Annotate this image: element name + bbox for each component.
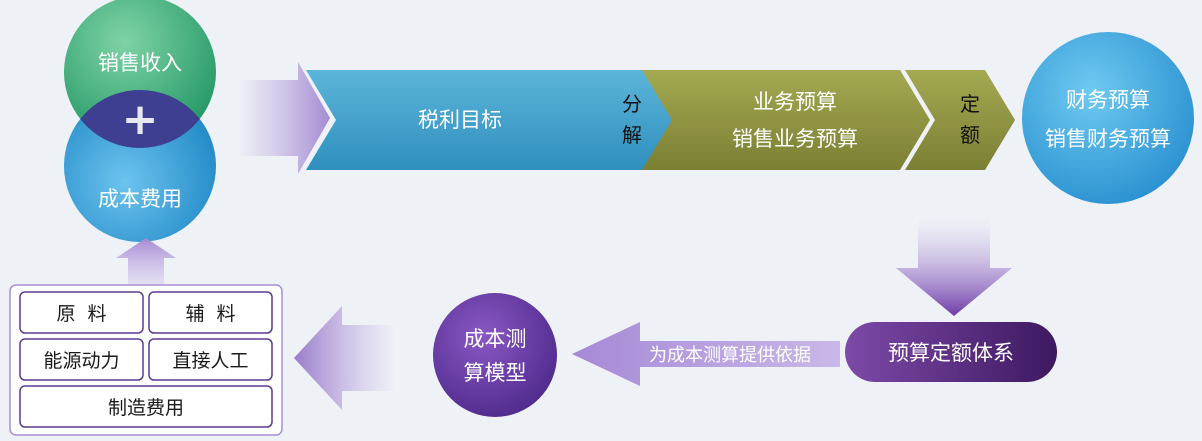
finance-budget-label-1: 财务预算 [1066, 88, 1150, 112]
chevron-quota [905, 70, 1015, 170]
chevron-business-budget [642, 70, 930, 170]
plus-icon: + [122, 94, 159, 145]
cost-item-raw-material: 原 料 [56, 303, 107, 325]
fade-arrow-left-icon [294, 306, 395, 410]
decompose-label-1: 分 [622, 92, 642, 116]
cost-item-manufacturing: 制造费用 [107, 397, 184, 419]
cost-item-manufacturing-box [19, 385, 273, 428]
basis-arrow [572, 322, 840, 386]
chevron-decompose [570, 70, 675, 170]
cost-model-circle [433, 293, 557, 417]
venn-overlap [64, 90, 216, 148]
quota-label-1: 定 [960, 92, 980, 116]
quota-label-2: 额 [960, 123, 980, 147]
business-budget-label-1: 业务预算 [753, 90, 837, 114]
budget-quota-system-pill [845, 322, 1057, 382]
cost-items-grid [19, 291, 273, 428]
fade-arrow-up-icon [116, 238, 176, 284]
cost-item-direct-labor: 直接人工 [172, 350, 249, 372]
chevron-flow: 税利目标 分 解 业务预算 销售业务预算 定 额 [306, 70, 1015, 170]
cost-item-direct-labor-box [148, 338, 273, 381]
basis-arrow-label: 为成本测算提供依据 [649, 345, 811, 366]
cost-item-aux-material-box [148, 291, 273, 334]
cost-item-energy: 能源动力 [43, 350, 120, 372]
fade-arrow-right-icon [238, 62, 330, 174]
business-budget-label-2: 销售业务预算 [732, 127, 858, 151]
venn-group: 销售收入 + 成本费用 [64, 0, 216, 242]
tax-target-label: 税利目标 [418, 108, 502, 132]
finance-budget-label-2: 销售财务预算 [1045, 127, 1171, 151]
cost-model-label-1: 成本测 [464, 327, 527, 351]
cost-item-raw-material-box [19, 291, 144, 334]
fade-arrow-down-icon [896, 218, 1012, 316]
chevron-tax-target [306, 70, 612, 170]
decompose-label-2: 解 [622, 123, 642, 147]
budget-quota-system-label: 预算定额体系 [888, 341, 1014, 365]
cost-expense-label: 成本费用 [98, 187, 182, 211]
finance-budget-circle [1022, 32, 1194, 204]
cost-item-aux-material: 辅 料 [185, 303, 236, 325]
cost-item-energy-box [19, 338, 144, 381]
cost-model-label-2: 算模型 [464, 361, 527, 385]
sales-revenue-label: 销售收入 [98, 51, 182, 75]
